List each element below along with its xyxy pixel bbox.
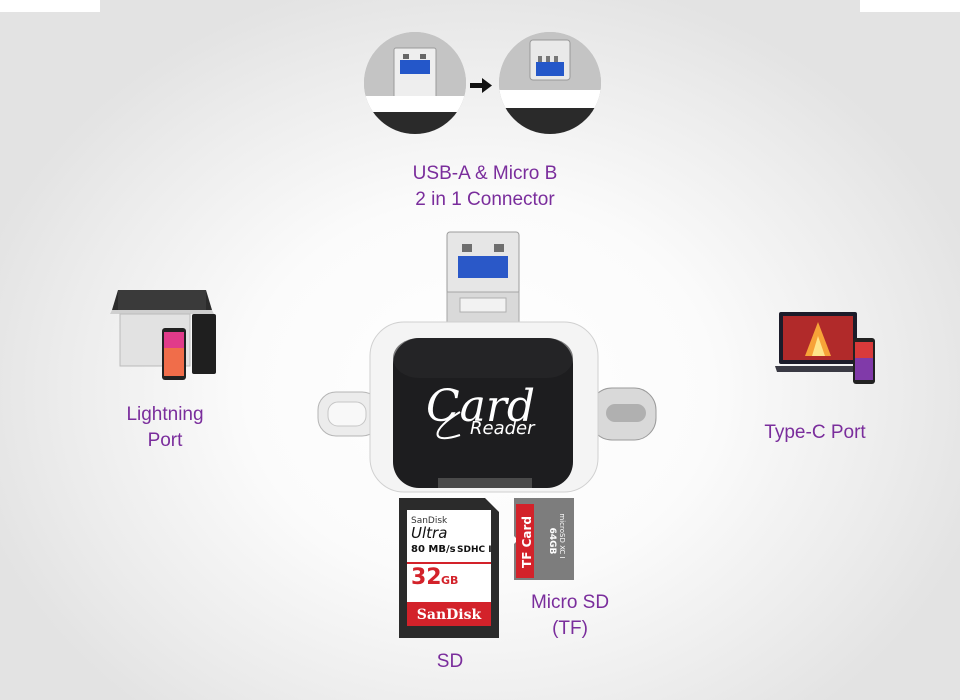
microsd-label-line2: (TF) [552, 618, 588, 639]
connector-label-line1: USB-A & Micro B [412, 163, 558, 184]
connector-label-line2: 2 in 1 Connector [415, 189, 555, 210]
connector-label: USB-A & Micro B 2 in 1 Connector [380, 161, 590, 213]
sd-speed: 80 MB/s [411, 544, 456, 555]
laptop-phone-illustration [775, 312, 875, 384]
microsd-label-line1: Micro SD [530, 592, 610, 613]
reader-brand-big: Card [426, 381, 535, 432]
sandisk-sd-card: SanDisk Ultra 80 MB/s SDHC I 32 GB SanDi… [399, 498, 499, 638]
corner-mask-right [860, 0, 960, 12]
sd-logo: SanDisk [417, 607, 482, 623]
usb-a-closeup [364, 32, 466, 134]
lightning-label-line1: Lightning [126, 404, 204, 425]
arrow-right-icon [470, 78, 492, 93]
tf-type: microSD XC I [558, 513, 566, 558]
sd-capacity: 32 [411, 565, 442, 590]
lightning-label-line2: Port [147, 430, 183, 451]
micro-b-closeup [499, 32, 601, 134]
card-reader-device: Card Reader [317, 231, 657, 493]
microsd-tf-card: TF Card 64GB microSD XC I [514, 498, 574, 580]
sd-label: SD [436, 651, 464, 672]
reader-brand-small: Reader [470, 418, 536, 439]
microsd-label: Micro SD (TF) [510, 590, 630, 642]
lightning-label: Lightning Port [100, 402, 230, 454]
typec-label: Type-C Port [764, 422, 866, 443]
tf-capacity: 64GB [547, 528, 557, 555]
lightning-plug [317, 391, 381, 437]
sd-brand-small: SanDisk [411, 516, 448, 526]
macbook-iphone-illustration [110, 290, 216, 380]
connector-comparison [364, 32, 601, 134]
usb-a-plug [446, 231, 520, 327]
sd-capacity-unit: GB [441, 574, 458, 587]
corner-mask-left [0, 0, 100, 12]
sd-model: Ultra [411, 524, 447, 542]
type-c-plug [589, 387, 657, 441]
sd-class-mark: SDHC I [457, 545, 492, 555]
tf-label: TF Card [520, 516, 534, 568]
